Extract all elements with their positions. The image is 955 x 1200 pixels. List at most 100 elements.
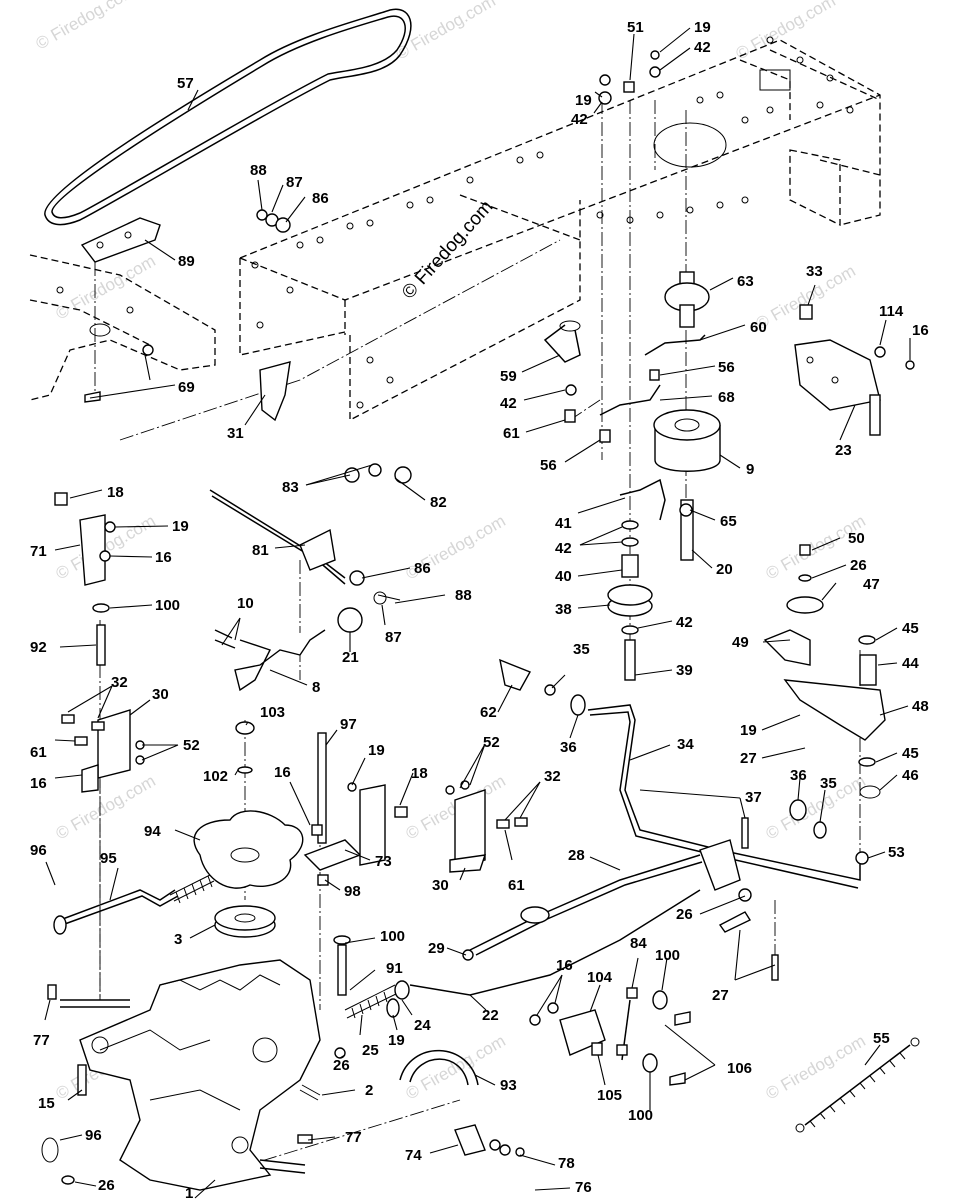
callout-96: 96 [85,1127,102,1144]
control-rods [409,839,779,996]
axle-hardware [454,1124,525,1157]
callout-69: 69 [178,379,195,396]
callout-30: 30 [432,877,449,894]
callout-78: 78 [558,1155,575,1172]
callout-42: 42 [694,39,711,56]
bracket-30-right [445,780,528,873]
callout-16: 16 [30,775,47,792]
callout-16: 16 [274,764,291,781]
callout-71: 71 [30,543,47,560]
callout-60: 60 [750,319,767,336]
tractor-frame [239,36,881,422]
bracket-71 [54,492,116,666]
watermark-text: © Firedog.com [393,0,499,63]
deck-housing [29,254,216,401]
callout-61: 61 [30,744,47,761]
callout-76: 76 [575,1179,592,1196]
callout-102: 102 [203,768,228,785]
springs [53,874,410,1101]
callout-61: 61 [508,877,525,894]
linkage-104 [529,987,691,1086]
callout-49: 49 [732,634,749,651]
callout-22: 22 [482,1007,499,1024]
callout-88: 88 [455,587,472,604]
callout-63: 63 [737,273,754,290]
watermark-text: © Firedog.com [53,771,159,843]
small-hardware [84,50,661,403]
callout-89: 89 [178,253,195,270]
callout-labels: 57 19 51 19 42 42 88 87 86 89 69 63 33 1… [30,19,929,1200]
callout-24: 24 [414,1017,431,1034]
callout-40: 40 [555,568,572,585]
callout-9: 9 [746,461,754,478]
callout-84: 84 [630,935,647,952]
belt-guide [80,217,161,263]
fan-pulley [193,721,304,938]
callout-19: 19 [740,722,757,739]
idler-pulley-stack [607,520,653,681]
callout-19: 19 [694,19,711,36]
callout-104: 104 [587,969,613,986]
callout-105: 105 [597,1087,622,1104]
callout-61: 61 [503,425,520,442]
callout-59: 59 [500,368,517,385]
shift-shaft [209,463,412,692]
callout-92: 92 [30,639,47,656]
chute-31 [259,361,291,422]
callout-21: 21 [342,649,359,666]
callout-100: 100 [155,597,180,614]
callout-32: 32 [544,768,561,785]
brake-rod-34 [499,658,869,889]
callout-45: 45 [902,620,919,637]
callout-106: 106 [727,1060,752,1077]
callout-28: 28 [568,847,585,864]
callout-50: 50 [848,530,865,547]
watermark-main: © Firedog.com [398,196,497,303]
hose-93 [399,1049,479,1086]
callout-48: 48 [912,698,929,715]
callout-25: 25 [362,1042,379,1059]
callout-86: 86 [312,190,329,207]
bracket-30-left [61,709,145,793]
callout-19: 19 [368,742,385,759]
callout-46: 46 [902,767,919,784]
transaxle [41,959,321,1191]
callout-68: 68 [718,389,735,406]
callout-16: 16 [155,549,172,566]
callout-97: 97 [340,716,357,733]
callout-26: 26 [98,1177,115,1194]
callout-23: 23 [835,442,852,459]
callout-77: 77 [33,1032,50,1049]
callout-19: 19 [388,1032,405,1049]
leader-lines [44,27,911,1199]
callout-52: 52 [183,737,200,754]
callout-86: 86 [414,560,431,577]
callout-77: 77 [345,1129,362,1146]
callout-96: 96 [30,842,47,859]
callout-15: 15 [38,1095,55,1112]
watermark-text: © Firedog.com [763,1031,869,1103]
callout-53: 53 [888,844,905,861]
callout-103: 103 [260,704,285,721]
callout-62: 62 [480,704,497,721]
callout-19: 19 [575,92,592,109]
callout-18: 18 [107,484,124,501]
callout-8: 8 [312,679,320,696]
clutch-assembly [664,271,710,328]
callout-2: 2 [365,1082,373,1099]
callout-55: 55 [873,1030,890,1047]
callout-42: 42 [571,111,588,128]
idler-arm-48 [763,544,886,799]
callout-83: 83 [282,479,299,496]
callout-27: 27 [712,987,729,1004]
callout-32: 32 [111,674,128,691]
callout-91: 91 [386,960,403,977]
callout-65: 65 [720,513,737,530]
callout-35: 35 [573,641,590,658]
callout-52: 52 [483,734,500,751]
callout-16: 16 [912,322,929,339]
callout-33: 33 [806,263,823,280]
callout-45: 45 [902,745,919,762]
